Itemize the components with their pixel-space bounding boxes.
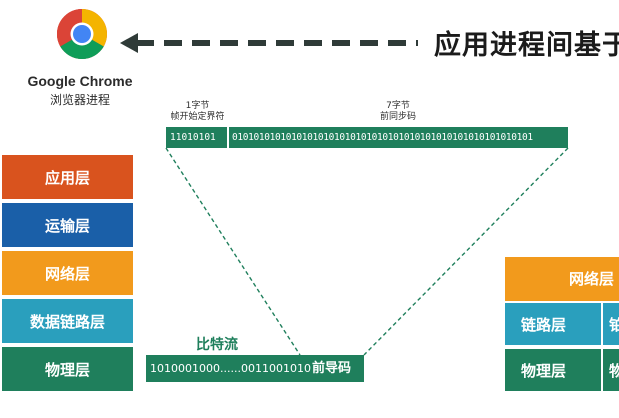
sfd-caption-name: 帧开始定界符 <box>170 112 225 122</box>
bitstream-preamble: 前导码 <box>312 361 352 376</box>
page-title: 应用进程间基于 <box>434 30 619 61</box>
sfd-caption-bytes: 1字节 <box>185 101 210 111</box>
right-layer-link-label: 链路层 <box>521 316 567 334</box>
layer-transport: 运输层 <box>2 203 133 247</box>
bitstream-bar <box>146 355 364 382</box>
right-layer-network-label: 网络层 <box>569 270 615 288</box>
browser-name: Google Chrome <box>27 73 133 89</box>
frame-bar <box>166 127 568 148</box>
left-arrow-icon <box>120 33 418 53</box>
bitstream-bits: 1010001000......0011001010 <box>150 362 311 375</box>
preamble-caption-bytes: 7字节 <box>386 101 410 111</box>
layer-physical: 物理层 <box>2 347 133 391</box>
layer-network: 网络层 <box>2 251 133 295</box>
right-layer-link-fragment: 铂 <box>609 303 619 345</box>
right-layer-link: 链路层 铂 <box>505 301 619 345</box>
right-layer-physical-divider <box>601 349 603 391</box>
chrome-logo-icon <box>57 9 107 59</box>
preamble-caption-name: 前同步码 <box>379 112 416 122</box>
right-layer-physical-label: 物理层 <box>521 362 567 380</box>
sfd-bits: 11010101 <box>170 132 216 143</box>
browser-process-label: 浏览器进程 <box>49 93 110 107</box>
preamble-bits: 0101010101010101010101010101010101010101… <box>232 132 533 143</box>
expansion-line-left <box>165 147 301 356</box>
right-layer-link-divider <box>601 303 603 345</box>
right-layer-network: 网络层 <box>505 257 619 301</box>
right-layer-physical: 物理层 物 <box>505 347 619 391</box>
frame-divider <box>227 127 229 148</box>
right-layer-physical-fragment: 物 <box>609 349 619 391</box>
bitstream-label: 比特流 <box>196 337 238 353</box>
layer-data-link: 数据链路层 <box>2 299 133 343</box>
layer-application: 应用层 <box>2 155 133 199</box>
